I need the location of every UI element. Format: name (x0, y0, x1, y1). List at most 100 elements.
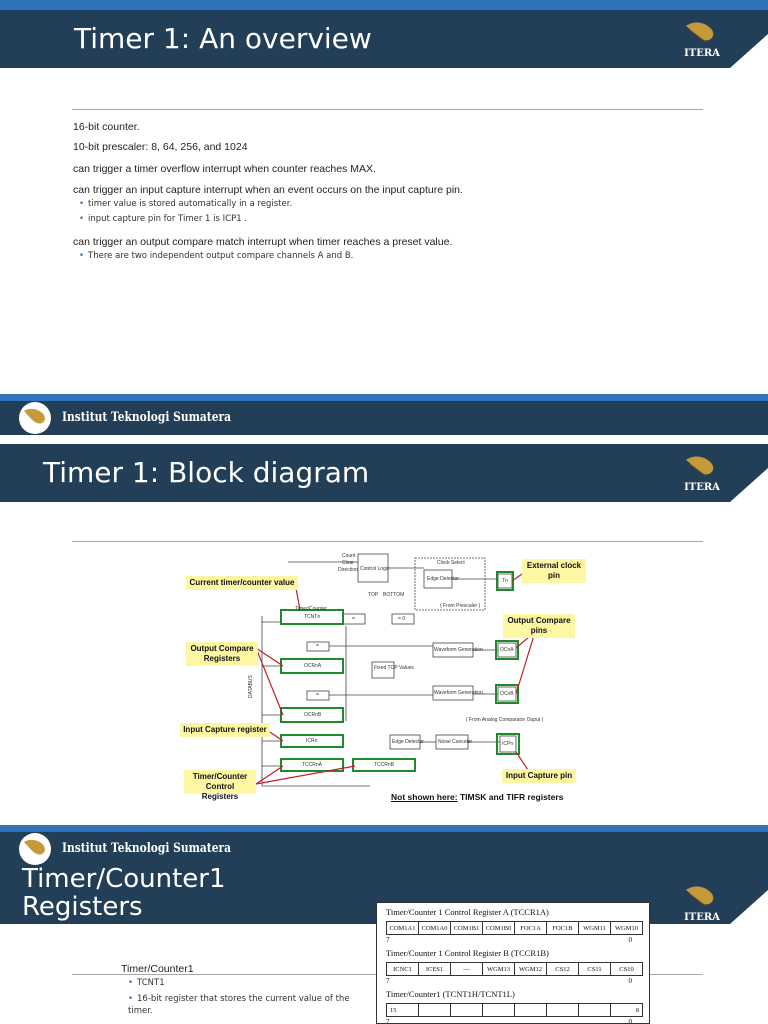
slide-title-line2: Registers (22, 892, 143, 922)
register-bit-cell: COM1B1 (450, 921, 483, 935)
bullet-item: can trigger an input capture interrupt w… (73, 184, 463, 196)
slide-title: Timer 1: An overview (74, 22, 372, 55)
logo-text: ITERA (684, 48, 720, 59)
callout-external-clock: External clock pin (522, 559, 586, 583)
slide-title-line1: Timer/Counter1 (22, 866, 226, 894)
note-underlined: Not shown here: (391, 792, 458, 802)
register-bit-cell (482, 1003, 515, 1017)
register-bit-cell: CS11 (578, 962, 611, 976)
bullet-item: 10-bit prescaler: 8, 64, 256, and 1024 (73, 141, 248, 153)
itera-logo: ITERA (676, 12, 728, 64)
header-band (0, 10, 768, 68)
callout-current-value: Current timer/counter value (186, 576, 298, 590)
bit-high: 7 (386, 936, 390, 944)
diagram-label: Clock Select (437, 560, 465, 566)
register-bit-cell (578, 1003, 611, 1017)
diagram-label: Timer/Counter (295, 606, 327, 612)
footer-stripe (0, 394, 768, 402)
register-bit-cell: ICNC1 (386, 962, 419, 976)
databus-label: DATABUS (248, 675, 254, 698)
diagram-label: = (316, 692, 319, 698)
diagram-label: TOP (368, 592, 379, 598)
logo-text: ITERA (684, 482, 720, 493)
sub-bullet-item: •There are two independent output compar… (79, 251, 353, 261)
diagram-label: TCNTn (304, 614, 321, 620)
footer-text: Institut Teknologi Sumatera (62, 410, 232, 425)
register-bit-cell: COM1A1 (386, 921, 419, 935)
footer-logo-icon (19, 402, 51, 434)
diagram-label: Tn (502, 578, 508, 584)
bullet-dot-icon: • (128, 978, 134, 988)
bullet-item: can trigger an output compare match inte… (73, 236, 453, 248)
sub-bullet-text: TCNT1 (137, 978, 165, 988)
slide-title: Timer 1: Block diagram (43, 456, 370, 489)
bit-low: 0 (628, 977, 633, 985)
diagram-label: = (352, 616, 355, 622)
bit-numbers: 7 0 (386, 1018, 640, 1024)
diagram-label: OCnB (500, 691, 514, 697)
diagram-label: Control Logic (360, 566, 390, 572)
register-caption: Timer/Counter 1 Control Register B (TCCR… (386, 948, 549, 958)
bullet-item: 16-bit counter. (73, 121, 140, 133)
register-bit-cell: 15 (386, 1003, 419, 1017)
register-bit-cell (450, 1003, 483, 1017)
diagram-label: BOTTOM (383, 592, 405, 598)
sub-bullet-item: •timer value is stored automatically in … (79, 199, 292, 209)
diagram-label: = 0 (398, 616, 406, 622)
sub-bullet-text: timer value is stored automatically in a… (88, 199, 293, 209)
sub-bullet-text: 16-bit register that stores the current … (128, 994, 350, 1016)
callout-input-capture-pin: Input Capture pin (502, 769, 576, 783)
sub-bullet-item: •16-bit register that stores the current… (128, 993, 360, 1017)
title-rule (72, 541, 703, 542)
callout-output-compare-registers: Output Compare Registers (186, 642, 258, 666)
logo-text: ITERA (684, 912, 720, 923)
register-bit-cell: 8 (610, 1003, 643, 1017)
bullet-dot-icon: • (79, 251, 85, 261)
diagram-label: Direction (338, 567, 358, 573)
diagram-label: OCnA (500, 647, 514, 653)
sub-bullet-item: •input capture pin for Timer 1 is ICP1 . (79, 214, 247, 224)
diagram-label: Edge Detector (392, 739, 424, 745)
register-bit-cell (546, 1003, 579, 1017)
register-bit-cell: WGM10 (610, 921, 643, 935)
bit-high: 7 (386, 977, 390, 985)
sub-bullet-text: input capture pin for Timer 1 is ICP1 . (88, 214, 248, 224)
block-diagram (255, 553, 536, 787)
bit-high: 7 (386, 1018, 390, 1024)
bit-numbers: 7 0 (386, 936, 640, 944)
diagram-label: ICPn (502, 741, 514, 747)
register-bit-cell: COM1A0 (418, 921, 451, 935)
section-label: Timer/Counter1 (121, 963, 194, 975)
diagram-label: Noise Canceler (438, 739, 473, 745)
register-bit-cell: CS10 (610, 962, 643, 976)
bullet-dot-icon: • (79, 199, 85, 209)
register-bits-row: ICNC1 ICES1 — WGM13 WGM12 CS12 CS11 CS10 (386, 962, 643, 976)
slide-registers: Timer/Counter1 Registers ITERA Timer/Cou… (0, 866, 768, 1024)
callout-input-capture-register: Input Capture register (180, 723, 270, 737)
register-bits-row: COM1A1 COM1A0 COM1B1 COM1B0 FOC1A FOC1B … (386, 921, 643, 935)
callout-output-compare-pins: Output Compare pins (503, 614, 575, 638)
diagram-label: Fixed TOP Values (374, 665, 414, 671)
register-bit-cell: — (450, 962, 483, 976)
itera-logo: ITERA (676, 446, 728, 498)
diagram-note: Not shown here: TIMSK and TIFR registers (391, 792, 563, 802)
diagram-label: OCRnA (304, 663, 322, 669)
register-bit-cell (514, 1003, 547, 1017)
register-bit-cell: CS12 (546, 962, 579, 976)
callout-timer-counter-control: Timer/Counter Control Registers (184, 770, 256, 801)
diagram-label: Waveform Generation (434, 690, 483, 696)
itera-logo: ITERA (676, 876, 728, 928)
diagram-label: TCCRnB (374, 762, 395, 768)
diagram-label: ( From Analog Comparator Ouput ) (466, 717, 544, 723)
register-bit-cell (418, 1003, 451, 1017)
register-bit-cell: FOC1A (514, 921, 547, 935)
diagram-label: Waveform Generation (434, 647, 483, 653)
diagram-label: Clear (342, 560, 354, 566)
top-stripe (0, 0, 768, 10)
diagram-label: OCRnB (304, 712, 322, 718)
footer-stripe (0, 825, 768, 833)
slide-footer: Institut Teknologi Sumatera (0, 832, 768, 866)
register-bit-cell: WGM12 (514, 962, 547, 976)
register-caption: Timer/Counter 1 Control Register A (TCCR… (386, 907, 549, 917)
sub-bullet-text: There are two independent output compare… (88, 251, 354, 261)
